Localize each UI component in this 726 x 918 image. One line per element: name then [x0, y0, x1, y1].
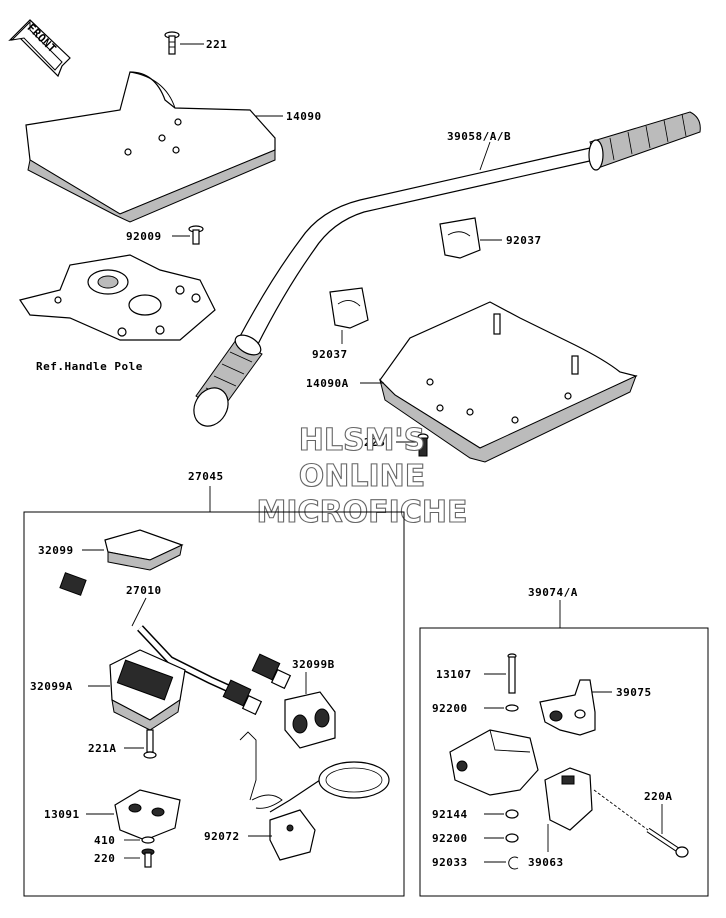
callout-92200-b: 92200: [432, 832, 468, 845]
callout-39074: 39074/A: [528, 586, 578, 599]
callout-39058: 39058/A/B: [447, 130, 511, 143]
callout-92144: 92144: [432, 808, 468, 821]
callout-92200-a: 92200: [432, 702, 468, 715]
handle-cover-14090: [25, 71, 276, 223]
callout-225: 225: [364, 436, 385, 449]
watermark-line-2: ONLINE: [299, 459, 426, 494]
screw-221a-icon: [143, 729, 157, 759]
switch-housing-32099b: [284, 691, 336, 749]
callout-92009: 92009: [126, 230, 162, 243]
callout-410: 410: [94, 834, 115, 847]
callout-14090a: 14090A: [306, 377, 349, 390]
screw-220a-icon: [646, 827, 689, 858]
spring-92144-icon: [505, 809, 519, 819]
screw-221-icon: [164, 31, 180, 55]
callout-13107: 13107: [436, 668, 472, 681]
callout-39075: 39075: [616, 686, 652, 699]
circlip-92033-icon: [508, 856, 519, 870]
watermark-line-1: HLSM'S: [299, 423, 425, 458]
clamp-92037-upper: [439, 217, 481, 259]
lever-39075: [539, 679, 596, 736]
clamp-92037-lower: [329, 287, 369, 329]
callout-27010: 27010: [126, 584, 162, 597]
switch-cover-32099: [104, 529, 184, 571]
screw-92009-icon: [188, 225, 204, 245]
callout-221a: 221A: [88, 742, 117, 755]
screw-225-icon: [417, 433, 429, 457]
callout-14090: 14090: [286, 110, 322, 123]
assembly-box-39074: [419, 627, 709, 897]
handle-pole-bracket: [19, 254, 216, 341]
callout-92037-a: 92037: [506, 234, 542, 247]
switch-base-13091: [114, 789, 181, 841]
callout-32099: 32099: [38, 544, 74, 557]
ref-handle-pole: Ref.Handle Pole: [36, 360, 143, 373]
callout-220: 220: [94, 852, 115, 865]
switch-body-32099a: [109, 649, 186, 731]
washer-92200-top-icon: [505, 704, 519, 712]
callout-13091: 13091: [44, 808, 80, 821]
callout-221: 221: [206, 38, 227, 51]
lanyard-clip-92072: [239, 731, 390, 861]
throttle-cover-39063: [544, 767, 593, 831]
callout-27045: 27045: [188, 470, 224, 483]
callout-92033: 92033: [432, 856, 468, 869]
handle-cover-14090a: [379, 301, 638, 463]
washer-92200-bottom-icon: [505, 833, 519, 843]
callout-220a: 220A: [644, 790, 673, 803]
wire-harness-27010: [59, 572, 292, 716]
front-arrow-icon: FRONT: [8, 19, 71, 78]
throttle-housing: [449, 729, 539, 796]
callout-92072: 92072: [204, 830, 240, 843]
washer-410-icon: [141, 836, 155, 844]
assembly-box-27045: [23, 511, 405, 897]
callout-39063: 39063: [528, 856, 564, 869]
callout-92037-b: 92037: [312, 348, 348, 361]
handlebar-39058: [193, 111, 701, 427]
callout-32099a: 32099A: [30, 680, 73, 693]
callout-32099b: 32099B: [292, 658, 335, 671]
screw-220-icon: [141, 848, 155, 868]
pin-13107-icon: [507, 653, 517, 694]
